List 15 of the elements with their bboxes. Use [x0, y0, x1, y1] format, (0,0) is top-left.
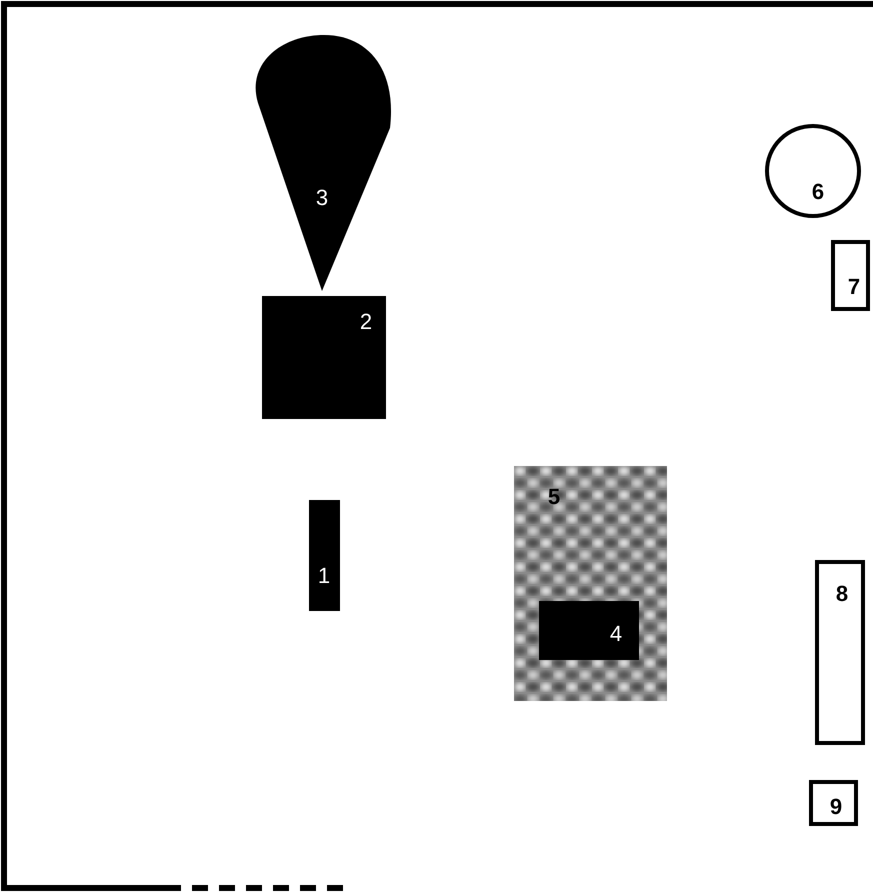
callout-number: 9: [830, 796, 842, 818]
callout-number: 5: [548, 486, 560, 508]
solid-block: [262, 296, 386, 419]
callout-number: 2: [360, 311, 372, 333]
callout-number: 1: [318, 565, 330, 587]
callout-number: 8: [836, 583, 848, 605]
outlined-box: [815, 560, 865, 745]
callout-number: 3: [316, 187, 328, 209]
solid-block: [539, 601, 639, 660]
outlined-box: [809, 780, 858, 826]
outlined-box: [831, 240, 870, 311]
callout-number: 4: [610, 623, 622, 645]
callout-number: 6: [812, 181, 824, 203]
callout-number: 7: [848, 276, 860, 298]
solid-block: [309, 500, 340, 611]
